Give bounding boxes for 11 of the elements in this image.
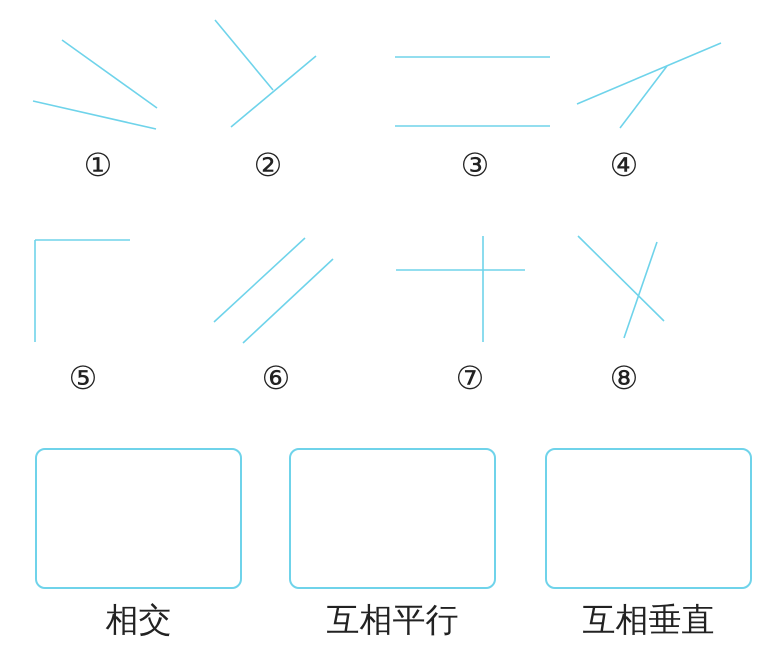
figure-number: ①: [84, 147, 112, 183]
box-caption: 相交: [106, 600, 172, 640]
figure-number: ⑤: [68, 360, 98, 396]
box-caption: 互相垂直: [582, 600, 714, 640]
box-caption: 互相平行: [326, 600, 458, 640]
figure-number: ④: [610, 147, 638, 183]
figure-number: ③: [460, 147, 490, 183]
figure-number: ⑥: [262, 360, 290, 396]
figure-number: ⑧: [610, 360, 638, 396]
figure-number: ②: [254, 147, 282, 183]
figure-number: ⑦: [456, 360, 484, 396]
